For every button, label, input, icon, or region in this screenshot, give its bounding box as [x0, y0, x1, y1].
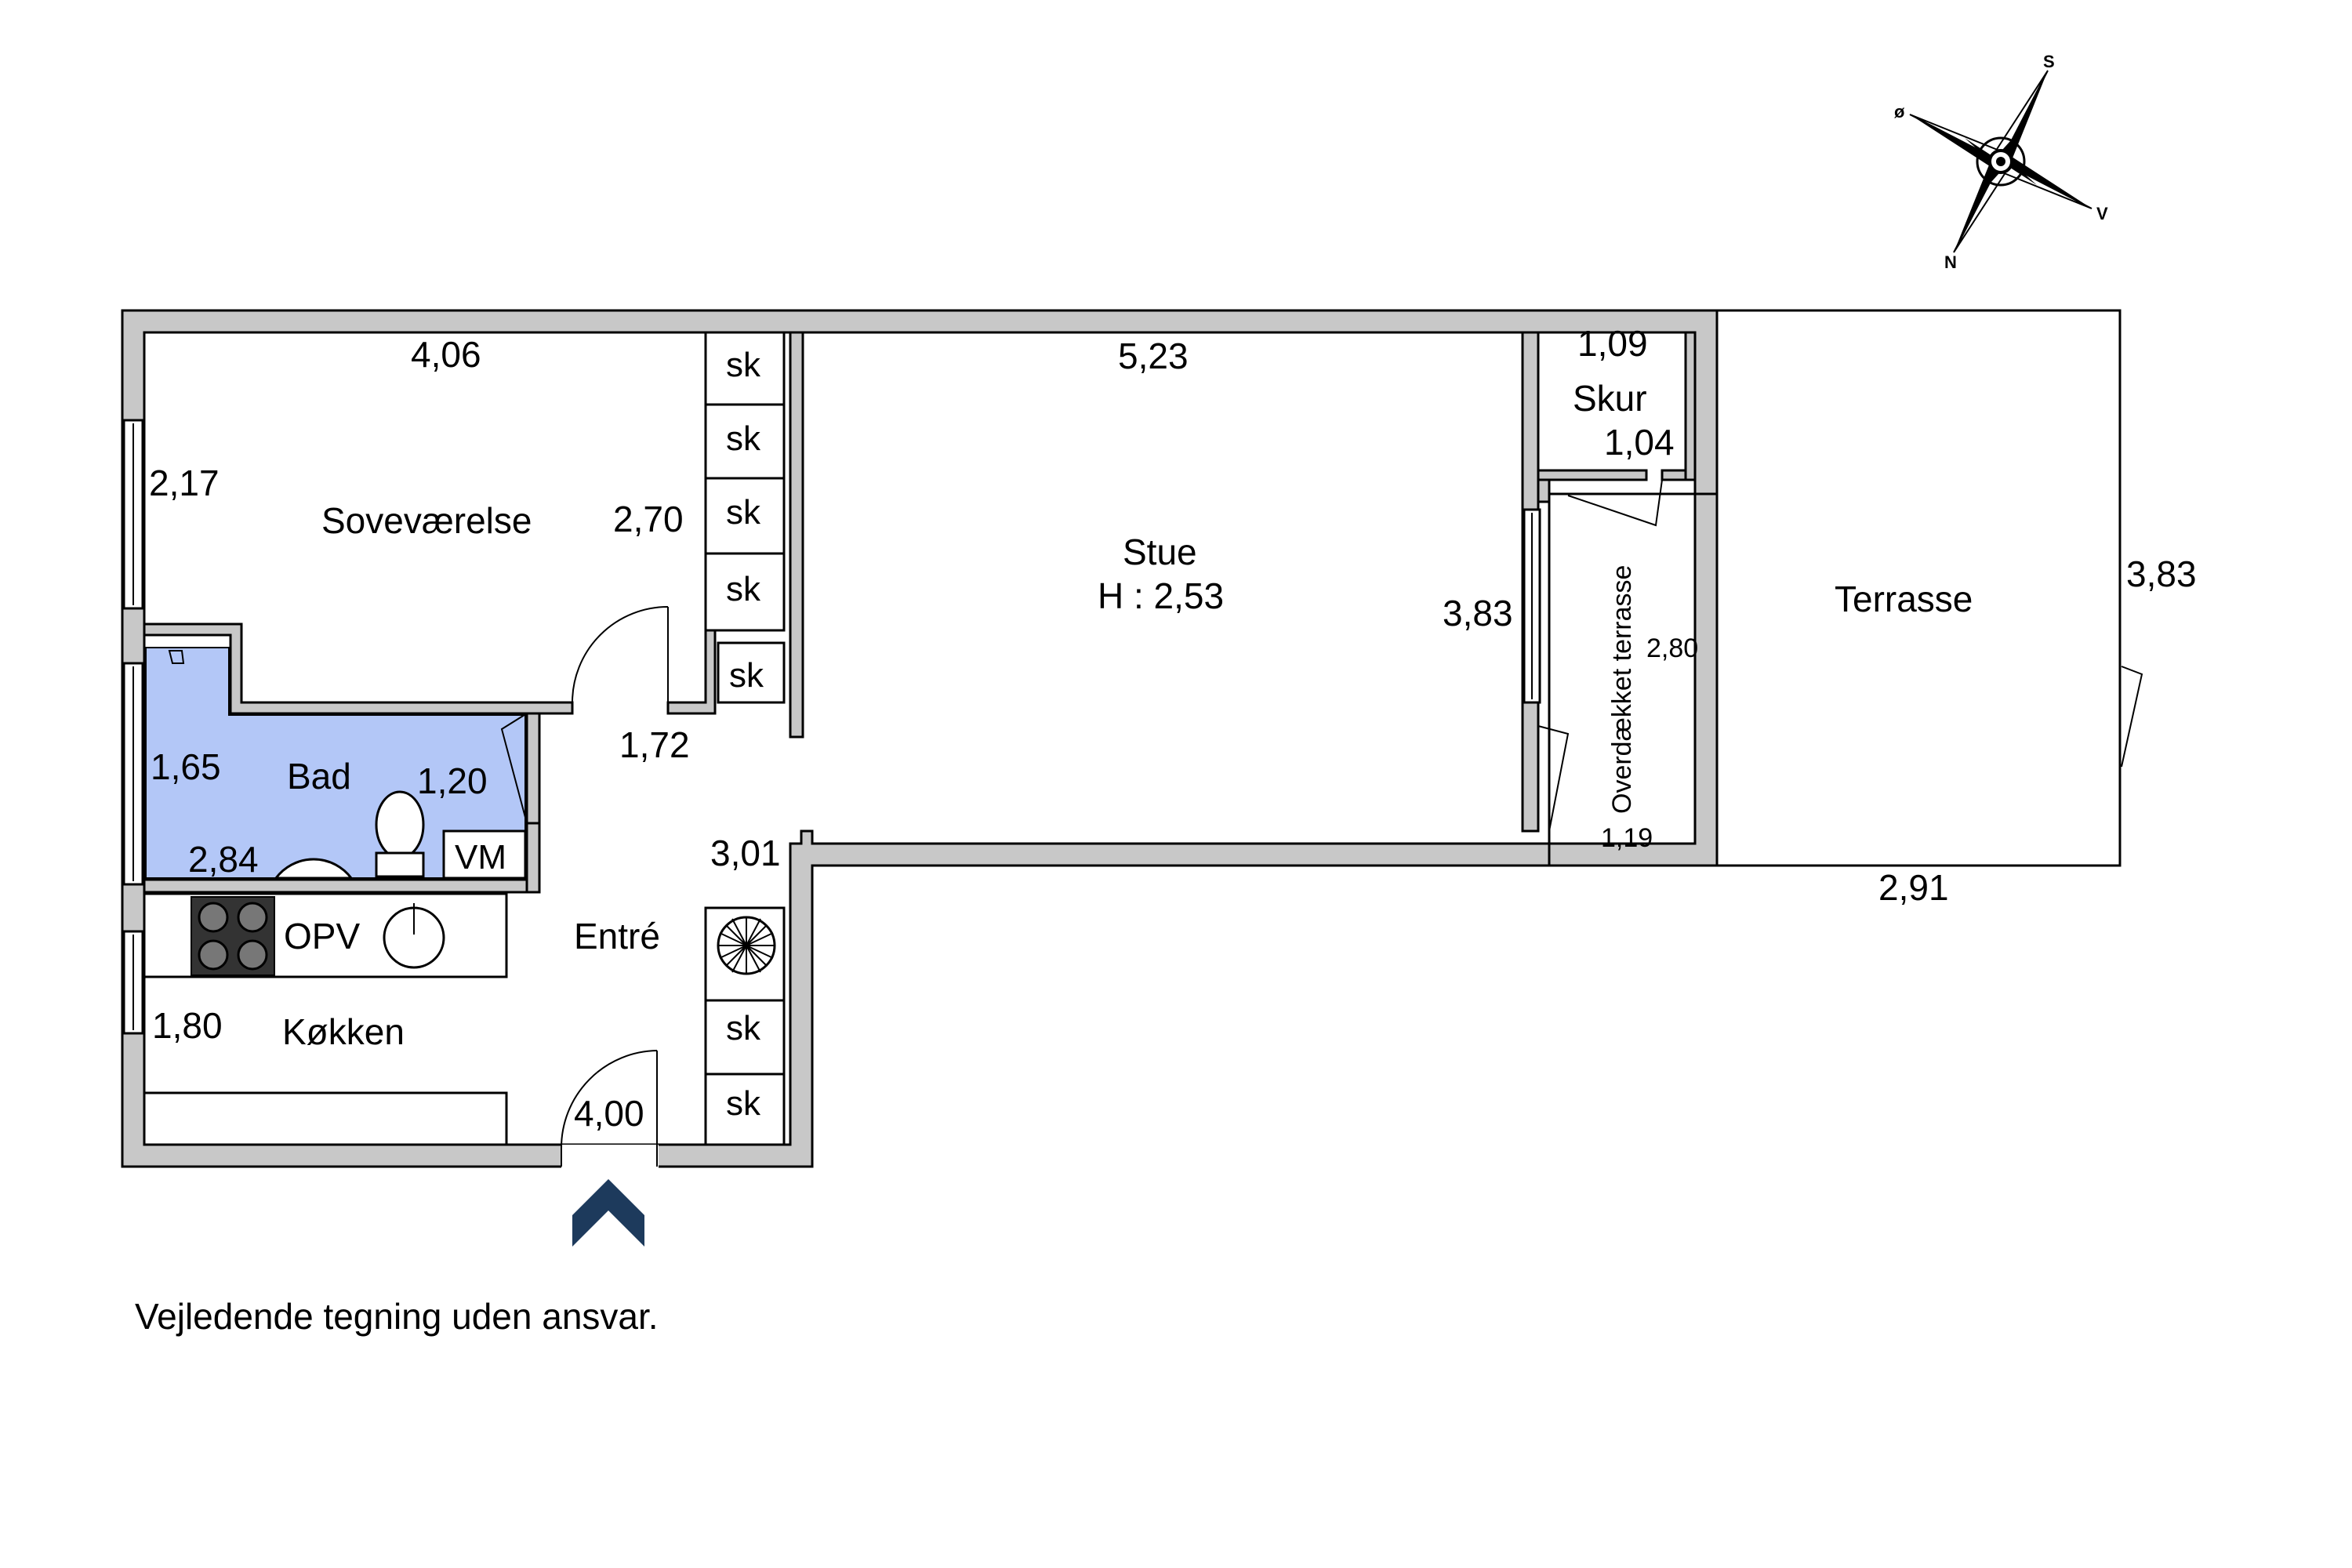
- doors: [500, 479, 2143, 1168]
- label-overdaekket: Overdækket terrasse: [1607, 565, 1637, 814]
- dim-sov-left: 2,17: [149, 463, 220, 503]
- dim-stue-width: 5,23: [1118, 336, 1189, 376]
- label-stue-height: H : 2,53: [1098, 575, 1224, 616]
- label-sk-7: sk: [726, 1084, 761, 1123]
- label-kokken: Køkken: [282, 1011, 405, 1052]
- label-sk-3: sk: [726, 493, 761, 532]
- fixtures: [143, 650, 779, 1146]
- overdaekket-outline: [1548, 492, 1719, 867]
- label-stue: Stue: [1123, 532, 1197, 572]
- windows: [122, 419, 1541, 1035]
- label-vm: VM: [455, 838, 506, 877]
- dimensions: 4,06 2,17 2,70 5,23 3,83 1,65 1,20 2,84 …: [149, 323, 2197, 1134]
- dim-entre-bottom: 4,00: [574, 1093, 644, 1134]
- dim-sov-width: 4,06: [411, 334, 481, 375]
- label-sk-1: sk: [726, 346, 761, 384]
- compass-icon: S N ø V: [1894, 52, 2108, 272]
- label-bad: Bad: [287, 756, 351, 797]
- dim-bad-left: 1,65: [151, 746, 221, 787]
- label-entre: Entré: [574, 916, 660, 956]
- label-sk-2: sk: [726, 419, 761, 458]
- label-skur: Skur: [1573, 378, 1647, 419]
- label-sk-4: sk: [726, 570, 761, 608]
- room-labels: Soveværelse Stue H : 2,53 Bad Entré Køkk…: [282, 378, 1973, 1052]
- dim-overd-side: 2,80: [1646, 633, 1698, 663]
- compass-o: ø: [1894, 102, 1905, 122]
- label-sovevaerelse: Soveværelse: [321, 500, 532, 541]
- label-terrasse: Terrasse: [1835, 579, 1973, 619]
- dim-kokken-left: 1,80: [152, 1005, 223, 1046]
- dim-entre-top: 1,72: [619, 724, 690, 765]
- dim-skur-side: 1,04: [1604, 422, 1675, 463]
- dim-sov-right: 2,70: [613, 499, 684, 539]
- compass-n: N: [1944, 252, 1957, 272]
- dim-stue-right: 3,83: [1443, 593, 1513, 633]
- entrance-arrow-icon: [572, 1179, 644, 1247]
- dim-skur-top: 1,09: [1577, 323, 1648, 364]
- washbasin-icon: [273, 858, 354, 880]
- label-sk-5: sk: [729, 656, 764, 695]
- dim-bad-right: 1,20: [417, 760, 488, 801]
- compass-s: S: [2043, 52, 2055, 71]
- dim-terrasse-right: 3,83: [2126, 554, 2197, 594]
- dim-bad-bottom: 2,84: [188, 839, 259, 880]
- fan-icon: [710, 913, 779, 997]
- toilet-icon: [375, 790, 425, 878]
- compass-v: V: [2096, 204, 2108, 223]
- dim-terrasse-bottom: 2,91: [1878, 867, 1949, 908]
- dim-overd-bottom: 1,19: [1601, 823, 1653, 853]
- fixture-labels: sk sk sk sk sk sk sk VM OPV: [284, 346, 764, 1123]
- disclaimer-note: Vejledende tegning uden ansvar.: [135, 1296, 659, 1337]
- dim-entre-right: 3,01: [710, 833, 781, 873]
- label-opv: OPV: [284, 916, 360, 956]
- label-sk-6: sk: [726, 1009, 761, 1047]
